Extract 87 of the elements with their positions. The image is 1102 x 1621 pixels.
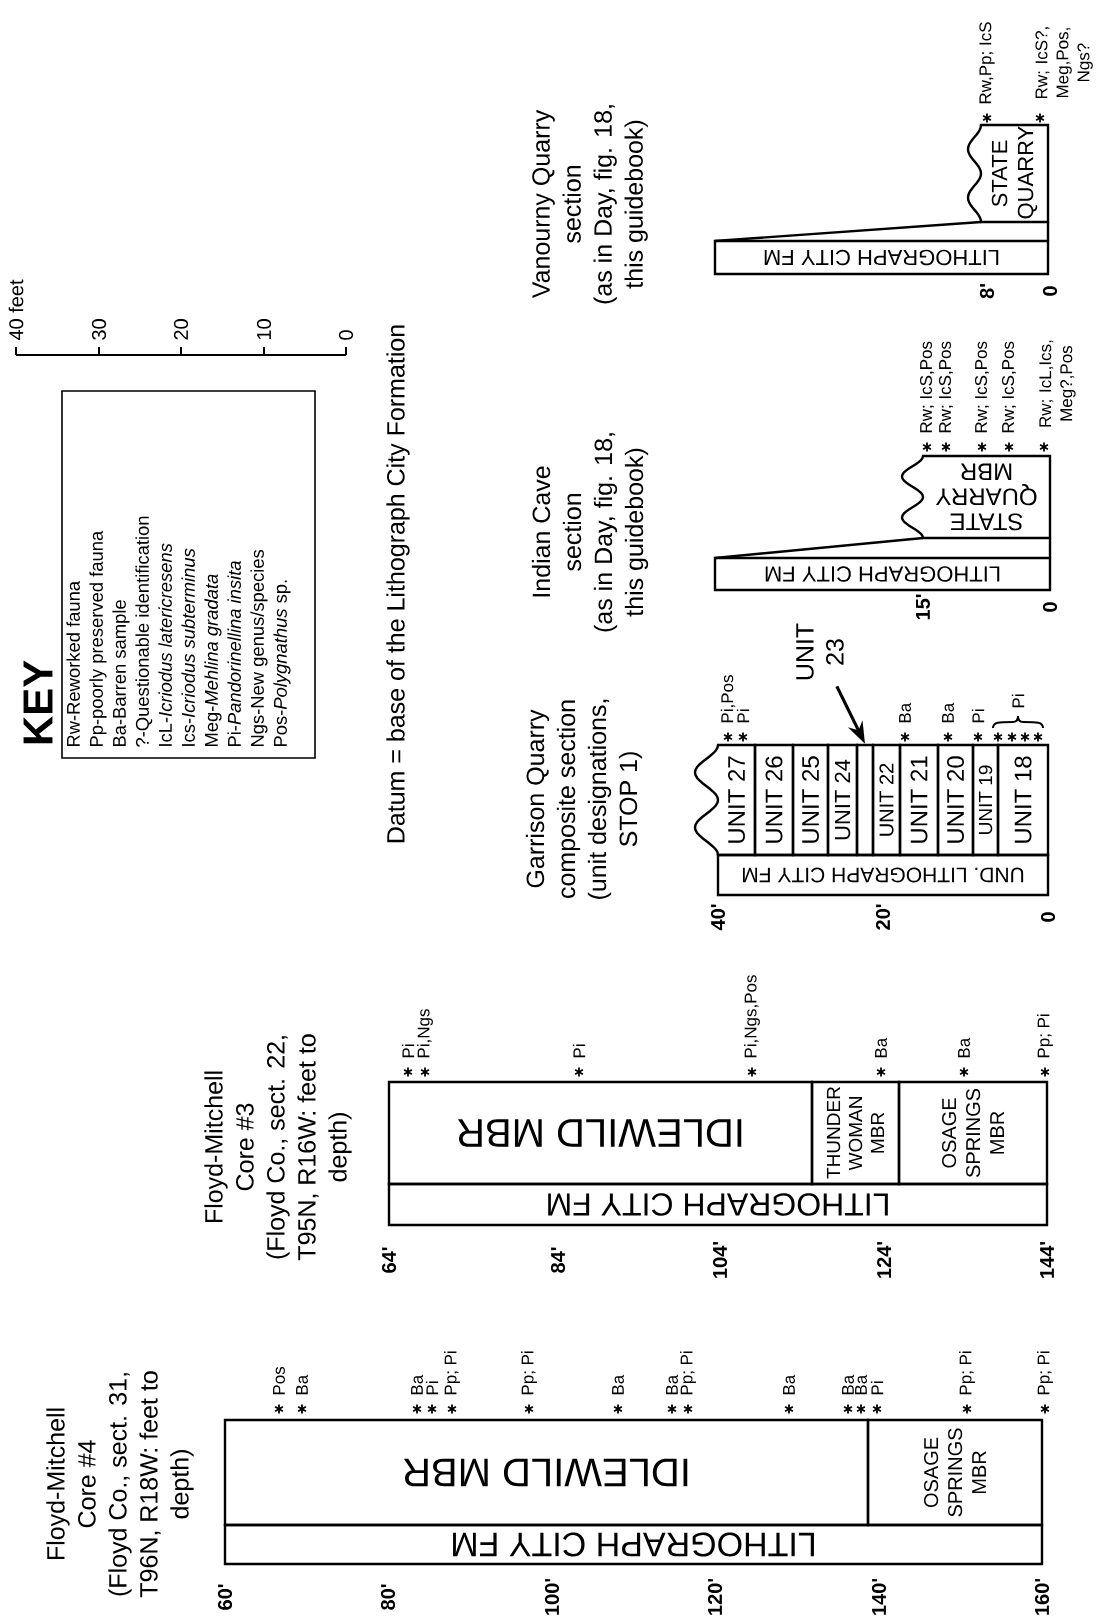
sample-label: Pp; Pi xyxy=(444,1351,460,1395)
sample-label: Pi xyxy=(870,1381,884,1395)
formation-column: UND. LITHOGRAPH CITY FM xyxy=(716,853,1050,897)
unit-box: UNIT 24 xyxy=(826,743,859,857)
sample-label: Pi,Ngs,Pos xyxy=(744,975,760,1058)
scale-label: 30 xyxy=(91,319,107,340)
depth-label: 104' xyxy=(712,1241,728,1278)
formation-column: LITHOGRAPH CITY FM xyxy=(223,1523,1044,1566)
sample-label: Rw; IcS,Pos xyxy=(920,341,934,433)
sample-label: Pp; Pi xyxy=(521,1351,537,1395)
sample-label: Ba xyxy=(942,702,954,723)
sample-label: Pp; Pi xyxy=(959,1351,975,1395)
sample-label: Pp; Pi xyxy=(1037,1351,1053,1395)
unit-box: UNIT 19 xyxy=(971,743,1000,857)
depth-label: 64' xyxy=(381,1247,397,1273)
scale-label: 0 xyxy=(338,330,354,340)
sample-label: Pi,Pos xyxy=(720,675,736,723)
section-title: Vanourny Quarry section (as in Day, fig. 18, this guidebook) xyxy=(532,105,648,304)
sample-label: Pi xyxy=(1011,694,1025,708)
depth-label: 160' xyxy=(1034,1578,1050,1615)
sample-label: Ba xyxy=(411,1374,423,1395)
scale-label: 40 feet xyxy=(8,279,24,341)
sample-label: Pi xyxy=(971,709,985,723)
sample-label: Rw; IcS?, Meg,Pos, Ngs? xyxy=(1035,27,1093,99)
sample-label: Pi,Ngs xyxy=(417,1009,433,1058)
sample-label: Ba xyxy=(958,1037,970,1058)
member-box: OSAGE SPRINGS MBR xyxy=(897,1080,1049,1186)
sample-label: Pi xyxy=(401,1044,415,1058)
sample-label: Ba xyxy=(612,1374,624,1395)
depth-label: 124' xyxy=(877,1241,891,1278)
member-box: STATE QUARRY xyxy=(966,123,1050,224)
depth-label: 84' xyxy=(550,1247,566,1273)
unit-box: UNIT 18 xyxy=(996,743,1050,857)
sample-label: Rw; IcS,Pos xyxy=(939,341,953,433)
depth-label: 140' xyxy=(871,1578,887,1615)
sample-label: Ba xyxy=(666,1374,678,1395)
node-label: KEY xyxy=(23,660,53,744)
sample-label: Rw; IcS,Pos xyxy=(1002,341,1016,433)
unit-box xyxy=(855,743,875,857)
unit-box: UNIT 25 xyxy=(791,743,830,857)
member-box: IDLEWILD MBR xyxy=(387,1080,814,1186)
sample-label: Ba xyxy=(783,1374,795,1395)
sample-label: Pp; Pi xyxy=(680,1351,696,1395)
sample-label: Pos xyxy=(273,1366,285,1395)
unit-label: UNIT 23 xyxy=(796,623,844,680)
depth-label: 0 xyxy=(1040,912,1056,922)
depth-label: 0 xyxy=(1042,286,1058,296)
sample-label: Pi xyxy=(736,709,750,723)
unit-box: UNIT 21 xyxy=(898,743,940,857)
depth-label: 80' xyxy=(380,1584,396,1610)
sample-label: Rw; IcL,Ics, Meg?,Pos xyxy=(1039,340,1076,427)
depth-label: 120' xyxy=(707,1578,723,1615)
sample-label: Pi xyxy=(572,1044,586,1058)
unit-box: UNIT 27 xyxy=(693,743,757,857)
member-box: STATE QUARRY MBR xyxy=(900,454,1052,540)
datum-note: Datum = base of the Lithograph City Formation xyxy=(386,325,410,843)
member-box: IDLEWILD MBR xyxy=(223,1418,870,1527)
sample-label: Rw; IcS,Pos xyxy=(975,341,989,433)
sample-label: Ba xyxy=(875,1037,887,1058)
section-title: Indian Cave section (as in Day, fig. 18, this guidebook) xyxy=(531,433,649,632)
sample-label: Rw,Pp; IcS xyxy=(979,22,995,104)
sample-label: Ba xyxy=(899,702,911,723)
section-title: Floyd-Mitchell Core #3 (Floyd Co., sect. 22, T95N, R16W: feet to depth) xyxy=(204,1034,352,1261)
depth-label: 15' xyxy=(916,594,930,620)
depth-label: 0 xyxy=(1042,602,1058,612)
depth-label: 100' xyxy=(544,1578,560,1615)
member-box: OSAGE SPRINGS MBR xyxy=(866,1418,1044,1527)
depth-label: 144' xyxy=(1040,1241,1054,1278)
section-title: Floyd-Mitchell Core #4 (Floyd Co., sect. 31, T96N, R18W: feet to depth) xyxy=(46,1371,194,1598)
sample-label: Pi xyxy=(425,1381,439,1395)
depth-label: 60' xyxy=(217,1584,233,1610)
sample-label: Ba xyxy=(855,1374,867,1395)
scale-label: 10 xyxy=(256,319,272,340)
depth-label: 40' xyxy=(710,904,726,931)
sample-label: Pp; Pi xyxy=(1037,1014,1053,1058)
unit-box: UNIT 22 xyxy=(871,743,902,857)
section-title: Garrison Quarry composite section (unit designations, STOP 1) xyxy=(525,699,643,899)
sample-label: Ba xyxy=(842,1374,854,1395)
unit-box: UNIT 20 xyxy=(936,743,975,857)
formation-column: LITHOGRAPH CITY FM xyxy=(387,1182,1049,1227)
formation-column: LITHOGRAPH CITY FM xyxy=(713,220,1050,276)
depth-label: 20' xyxy=(875,904,891,930)
member-box: THUNDER WOMAN MBR xyxy=(810,1080,901,1186)
sample-label: Ba xyxy=(296,1374,308,1395)
unit-box: UNIT 26 xyxy=(753,743,795,857)
scale-label: 20 xyxy=(173,319,189,340)
formation-column: LITHOGRAPH CITY FM xyxy=(713,536,1052,592)
